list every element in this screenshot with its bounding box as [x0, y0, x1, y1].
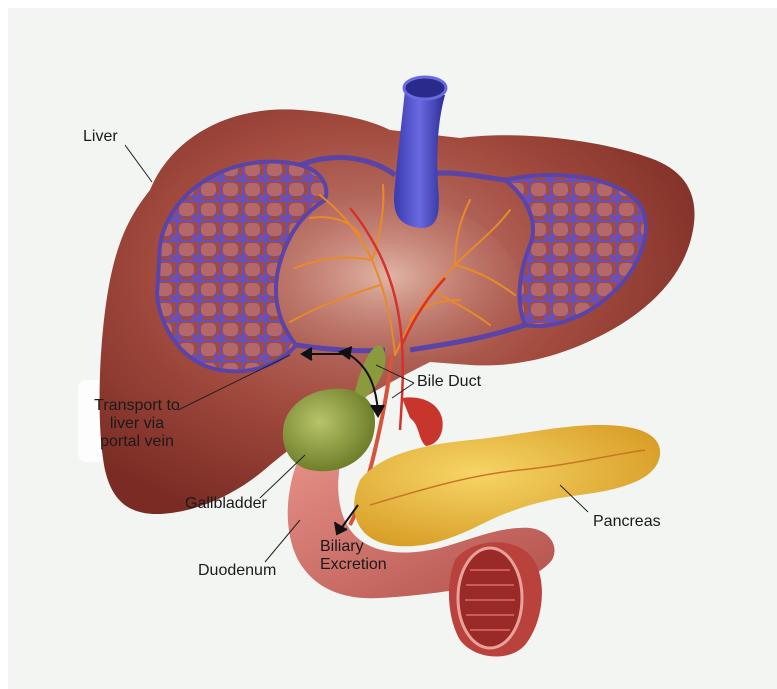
label-biliary-line2: Excretion	[320, 556, 387, 573]
jejunum-opening	[456, 546, 524, 650]
portal-connector	[295, 155, 526, 354]
inferior-vena-cava	[394, 90, 445, 229]
leader-duodenum	[264, 519, 301, 563]
portal-network-right	[500, 173, 648, 329]
hepatic-artery	[349, 207, 446, 431]
aorta-segment	[402, 397, 443, 446]
jejunum-folds	[465, 569, 515, 631]
label-biliary-line1: Biliary	[320, 538, 364, 555]
leader-liver	[124, 144, 153, 183]
leader-lines	[124, 144, 589, 563]
leader-gallbladder	[259, 454, 306, 499]
portal-network-left	[154, 159, 329, 374]
label-transport-line3: portal vein	[100, 433, 174, 450]
label-transport-line1: Transport to	[94, 397, 180, 414]
label-biliary-excretion: Biliary Excretion	[320, 538, 387, 574]
label-transport-line2: liver via	[109, 415, 165, 432]
label-transport: Transport to liver via portal vein	[80, 397, 194, 451]
leader-transport	[177, 354, 291, 411]
label-gallbladder: Gallbladder	[185, 495, 267, 512]
label-duodenum: Duodenum	[198, 562, 277, 579]
label-liver: Liver	[83, 128, 118, 145]
pancreatic-duct	[369, 449, 646, 506]
cystic-duct	[355, 345, 386, 398]
bile-duct-tree	[289, 184, 516, 356]
arrow-up-curve	[344, 351, 379, 413]
gallbladder-shape	[282, 388, 376, 472]
arrow-biliary-excretion	[339, 504, 359, 531]
label-pancreas: Pancreas	[593, 513, 661, 530]
leader-bile-duct	[375, 364, 415, 399]
flow-arrows	[300, 346, 385, 536]
leader-pancreas	[559, 484, 589, 513]
ivc-opening	[402, 75, 448, 101]
label-bile-duct: Bile Duct	[417, 373, 482, 390]
pancreas-shape	[354, 425, 661, 547]
